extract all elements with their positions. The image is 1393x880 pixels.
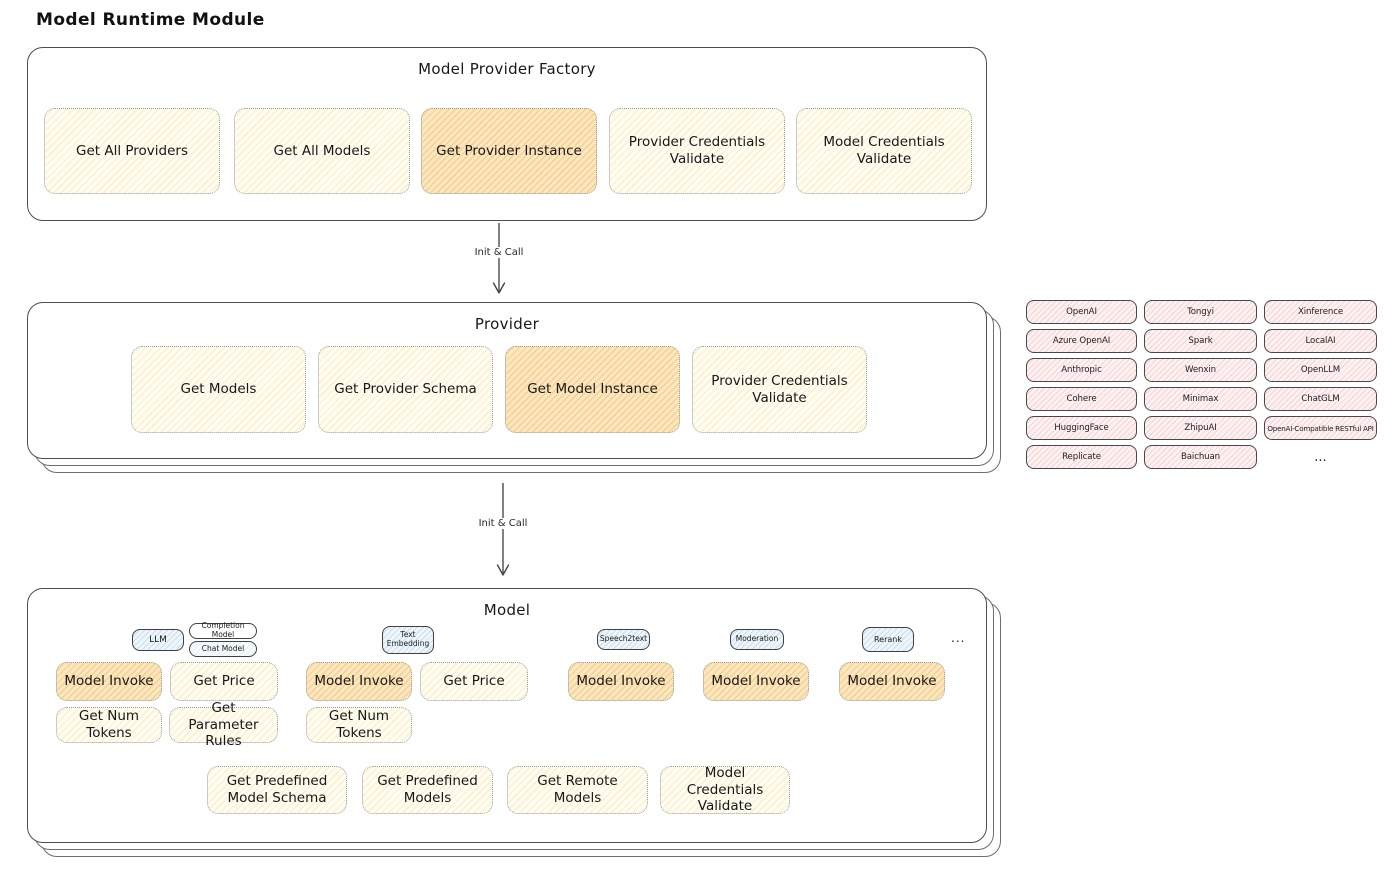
chip-rerank: Rerank <box>862 627 914 652</box>
node-get-predefined-model-schema: Get Predefined Model Schema <box>207 766 347 814</box>
node-get-num-tokens-text-embedding: Get Num Tokens <box>306 707 412 743</box>
arrow-down-icon <box>496 483 510 576</box>
factory-box-title: Model Provider Factory <box>418 60 596 78</box>
provider-pill-xinference: Xinference <box>1264 300 1377 324</box>
node-get-model-instance: Get Model Instance <box>505 346 680 433</box>
arrow-provider-to-model: Init & Call <box>475 483 531 581</box>
provider-pill-openai: OpenAI <box>1026 300 1137 324</box>
node-model-invoke-moderation: Model Invoke <box>703 662 809 701</box>
node-get-models: Get Models <box>131 346 306 433</box>
node-get-price-text-embedding: Get Price <box>420 662 528 701</box>
provider-pill-anthropic: Anthropic <box>1026 358 1137 382</box>
provider-pill-openllm: OpenLLM <box>1264 358 1377 382</box>
provider-pill-huggingface: HuggingFace <box>1026 416 1137 440</box>
diagram-title: Model Runtime Module <box>36 10 265 30</box>
node-get-provider-schema: Get Provider Schema <box>318 346 493 433</box>
arrow-label-init-call-2: Init & Call <box>475 518 531 529</box>
chip-llm: LLM <box>132 629 184 651</box>
provider-pill-chatglm: ChatGLM <box>1264 387 1377 411</box>
chip-text-embedding: Text Embedding <box>382 626 434 654</box>
provider-pill-minimax: Minimax <box>1144 387 1257 411</box>
node-get-all-models: Get All Models <box>234 108 410 194</box>
provider-pill-localai: LocalAI <box>1264 329 1377 353</box>
model-types-ellipsis: ... <box>951 631 966 645</box>
node-provider-credentials-validate-2: Provider Credentials Validate <box>692 346 867 433</box>
provider-pill-baichuan: Baichuan <box>1144 445 1257 469</box>
provider-pill-zhipuai: ZhipuAI <box>1144 416 1257 440</box>
node-model-invoke-speech2text: Model Invoke <box>568 662 674 701</box>
node-get-predefined-models: Get Predefined Models <box>362 766 493 814</box>
chip-speech2text: Speech2text <box>597 629 650 650</box>
provider-pill-openai-compatible-restful-api: OpenAI-Compatible RESTful API <box>1264 416 1377 440</box>
arrow-label-init-call: Init & Call <box>471 247 527 258</box>
model-provider-factory-box: Model Provider Factory Get All Providers… <box>27 47 987 221</box>
arrow-down-icon <box>492 223 506 294</box>
node-model-invoke-llm: Model Invoke <box>56 662 162 701</box>
node-get-provider-instance: Get Provider Instance <box>421 108 597 194</box>
node-get-price-llm: Get Price <box>170 662 278 701</box>
node-model-credentials-validate-2: Model Credentials Validate <box>660 765 790 814</box>
node-get-parameter-rules: Get Parameter Rules <box>169 700 278 749</box>
provider-pill-cohere: Cohere <box>1026 387 1137 411</box>
provider-pill-replicate: Replicate <box>1026 445 1137 469</box>
provider-pill-spark: Spark <box>1144 329 1257 353</box>
chip-completion-model: Completion Model <box>189 622 257 639</box>
provider-pill-wenxin: Wenxin <box>1144 358 1257 382</box>
chip-chat-model: Chat Model <box>189 641 257 657</box>
node-get-remote-models: Get Remote Models <box>507 766 648 814</box>
provider-box: Provider Get Models Get Provider Schema … <box>27 302 987 459</box>
model-box-title: Model <box>483 601 531 619</box>
node-provider-credentials-validate: Provider Credentials Validate <box>609 108 785 194</box>
node-model-invoke-text-embedding: Model Invoke <box>306 662 412 701</box>
provider-list-ellipsis: ... <box>1314 449 1327 465</box>
node-model-credentials-validate: Model Credentials Validate <box>796 108 972 194</box>
model-box: Model LLM Completion Model Chat Model Te… <box>27 588 987 843</box>
node-get-all-providers: Get All Providers <box>44 108 220 194</box>
provider-pill-azure-openai: Azure OpenAI <box>1026 329 1137 353</box>
provider-box-title: Provider <box>474 315 540 333</box>
provider-list: OpenAI Tongyi Xinference Azure OpenAI Sp… <box>1026 300 1377 469</box>
node-get-num-tokens-llm: Get Num Tokens <box>56 707 162 743</box>
node-model-invoke-rerank: Model Invoke <box>839 662 945 701</box>
provider-pill-tongyi: Tongyi <box>1144 300 1257 324</box>
chip-moderation: Moderation <box>730 629 784 650</box>
arrow-factory-to-provider: Init & Call <box>471 223 527 299</box>
